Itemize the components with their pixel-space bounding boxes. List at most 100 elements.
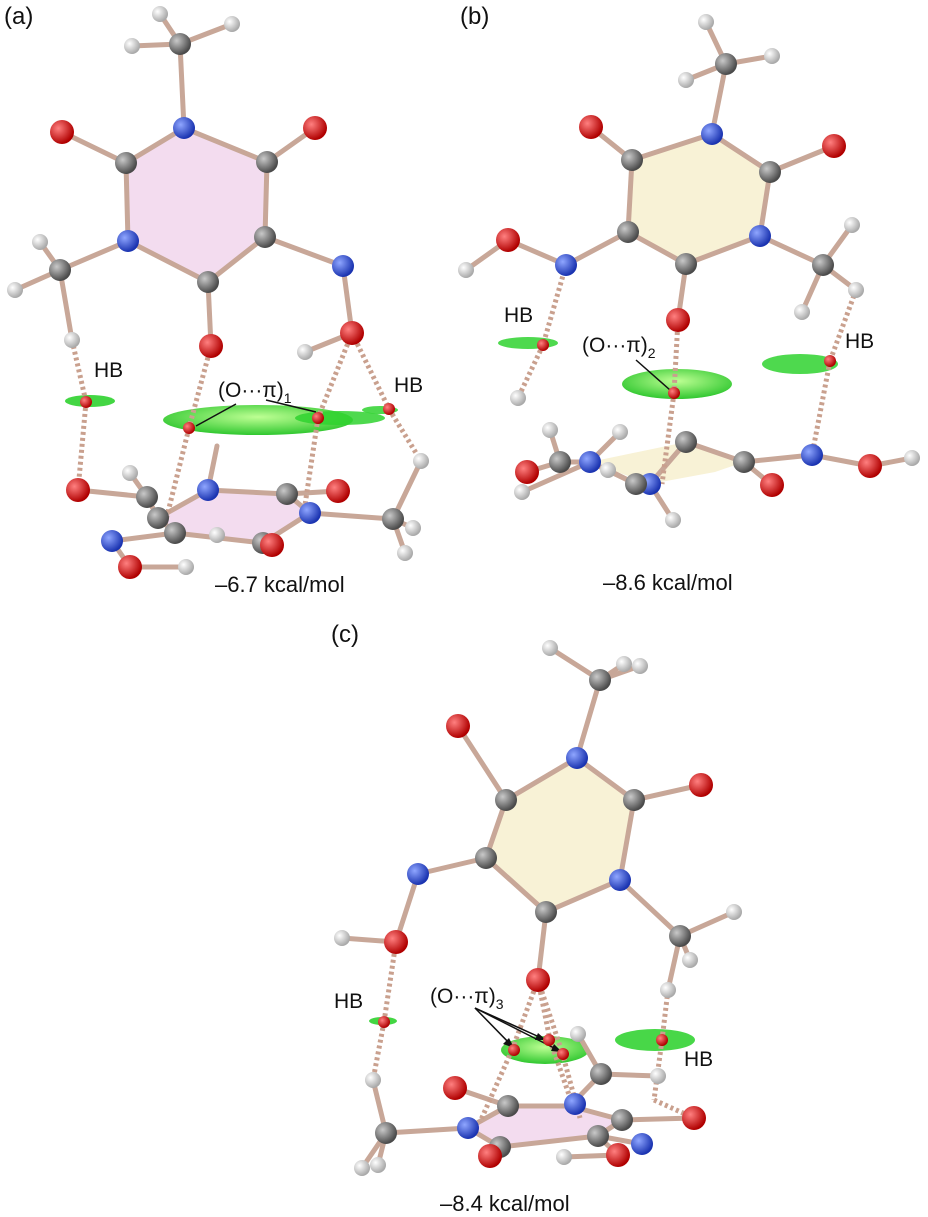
arrow-head — [535, 1033, 546, 1040]
hydrogen-atom — [794, 304, 810, 320]
carbon-atom — [759, 161, 781, 183]
panel-b: (b) — [458, 3, 920, 595]
hydrogen-atom — [7, 282, 23, 298]
panel-a: (a) — [4, 3, 429, 597]
carbon-atom — [669, 925, 691, 947]
nitrogen-atom — [566, 747, 588, 769]
oxygen-atom — [579, 115, 603, 139]
nitrogen-atom — [407, 863, 429, 885]
nitrogen-atom — [701, 123, 723, 145]
nitrogen-atom — [801, 444, 823, 466]
nitrogen-atom — [173, 117, 195, 139]
carbon-atom — [256, 151, 278, 173]
annotation-line — [265, 399, 317, 413]
interaction-label-sub: 1 — [284, 390, 292, 406]
hydrogen-atom — [124, 38, 140, 54]
bond-critical-point — [383, 403, 395, 415]
hbond-group — [69, 331, 424, 521]
carbon-atom — [115, 152, 137, 174]
nitrogen-atom — [555, 254, 577, 276]
carbon-atom — [715, 53, 737, 75]
interaction-label: (O···π)3 — [430, 985, 504, 1012]
oxygen-atom — [689, 773, 713, 797]
bond-critical-point — [183, 422, 195, 434]
hbond-group — [370, 941, 696, 1124]
bond-critical-point — [537, 339, 549, 351]
carbon-atom — [589, 669, 611, 691]
carbon-atom — [164, 522, 186, 544]
oxygen-atom — [446, 714, 470, 738]
oxygen-atom — [50, 120, 74, 144]
hydrogen-atom — [413, 453, 429, 469]
hb-label: HB — [394, 374, 423, 397]
hydrogen-atom — [297, 344, 313, 360]
carbon-atom — [475, 847, 497, 869]
interaction-label-main: (O···π) — [218, 379, 284, 402]
carbon-atom — [733, 451, 755, 473]
annotation-line — [635, 359, 671, 391]
oxygen-atom — [443, 1076, 467, 1100]
hydrogen-atom — [354, 1160, 370, 1176]
hydrogen-atom — [397, 545, 413, 561]
interaction-label-main: (O···π) — [582, 334, 648, 357]
energy-label: –8.6 kcal/mol — [603, 570, 733, 595]
energy-label: –8.4 kcal/mol — [440, 1191, 570, 1216]
carbon-atom — [675, 253, 697, 275]
carbon-atom — [382, 508, 404, 530]
nitrogen-atom — [117, 230, 139, 252]
carbon-atom — [495, 789, 517, 811]
hydrogen-atom — [514, 484, 530, 500]
carbon-atom — [617, 221, 639, 243]
oxygen-atom — [760, 473, 784, 497]
bond-critical-point — [312, 412, 324, 424]
carbon-atom — [254, 226, 276, 248]
hydrogen-atom — [612, 424, 628, 440]
hydrogen-atom — [678, 72, 694, 88]
bond-critical-point — [80, 396, 92, 408]
hydrogen-atom — [122, 465, 138, 481]
panel-b-label: (b) — [460, 3, 489, 30]
panel-c: (c) — [331, 621, 742, 1216]
oxygen-atom — [303, 116, 327, 140]
interaction-label-sub: 2 — [648, 345, 656, 361]
carbon-atom — [590, 1063, 612, 1085]
hydrogen-atom — [405, 520, 421, 536]
panel-a-label: (a) — [4, 3, 33, 30]
ring-fill-upper — [126, 128, 267, 282]
nitrogen-atom — [749, 225, 771, 247]
hydrogen-atom — [726, 904, 742, 920]
hydrogen-atom — [698, 14, 714, 30]
ring-fill-upper — [628, 134, 770, 264]
bond-critical-point — [378, 1016, 390, 1028]
nitrogen-atom — [564, 1093, 586, 1115]
carbon-atom — [197, 271, 219, 293]
hb-label: HB — [845, 330, 874, 353]
hydrogen-atom — [682, 952, 698, 968]
carbon-atom — [169, 33, 191, 55]
hydrogen-atom — [848, 282, 864, 298]
hbond-group — [515, 264, 859, 485]
atom-group — [334, 640, 742, 1176]
hydrogen-atom — [570, 1026, 586, 1042]
oxygen-atom — [66, 478, 90, 502]
carbon-atom — [623, 789, 645, 811]
hb-label: HB — [504, 304, 533, 327]
nci-surface-group — [369, 1017, 695, 1064]
annotation-line — [195, 403, 237, 427]
hydrogen-atom — [510, 390, 526, 406]
carbon-atom — [147, 507, 169, 529]
carbon-atom — [497, 1095, 519, 1117]
hydrogen-atom — [334, 930, 350, 946]
hydrogen-atom — [152, 6, 168, 22]
carbon-atom — [375, 1122, 397, 1144]
hydrogen-atom — [600, 462, 616, 478]
carbon-atom — [136, 486, 158, 508]
oxygen-atom — [858, 454, 882, 478]
hydrogen-atom — [542, 422, 558, 438]
bond-critical-point — [824, 355, 836, 367]
oxygen-atom — [384, 930, 408, 954]
hydrogen-atom — [632, 658, 648, 674]
nitrogen-atom — [299, 502, 321, 524]
oxygen-atom — [682, 1106, 706, 1130]
